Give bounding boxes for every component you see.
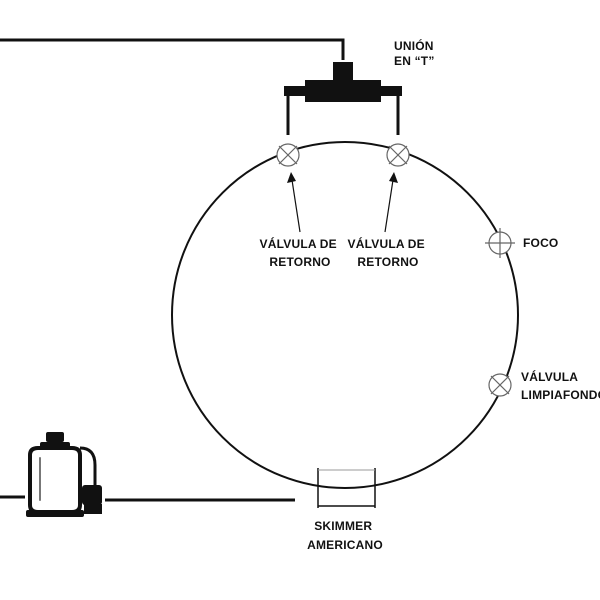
return-valve-right-icon bbox=[386, 143, 410, 167]
vacuum-valve-label-line1: VÁLVULA bbox=[521, 369, 578, 384]
vacuum-valve-label: VÁLVULA LIMPIAFONDO bbox=[521, 369, 600, 402]
arrow-right-icon bbox=[384, 172, 398, 233]
skimmer-label-line1: SKIMMER bbox=[314, 519, 372, 533]
union-t-label-line1: UNIÓN bbox=[394, 38, 434, 53]
arrow-left-icon bbox=[287, 172, 301, 233]
skimmer-label-line2: AMERICANO bbox=[307, 538, 383, 552]
return-valve-right-label-line1: VÁLVULA DE bbox=[348, 236, 425, 251]
vacuum-valve-label-line2: LIMPIAFONDO bbox=[521, 388, 600, 402]
skimmer-icon bbox=[317, 468, 376, 508]
return-valve-left-icon bbox=[276, 143, 300, 167]
light-icon bbox=[485, 228, 515, 258]
skimmer-label: SKIMMER AMERICANO bbox=[307, 519, 383, 552]
tee-union-icon bbox=[284, 62, 402, 102]
union-t-label: UNIÓN EN “T” bbox=[394, 38, 437, 68]
return-valve-left-label-line2: RETORNO bbox=[269, 255, 330, 269]
union-t-label-line2: EN “T” bbox=[394, 54, 435, 68]
vacuum-valve-icon bbox=[488, 373, 512, 397]
return-valve-left-label: VÁLVULA DE RETORNO bbox=[260, 236, 341, 269]
return-valve-right-label: VÁLVULA DE RETORNO bbox=[348, 236, 429, 269]
supply-pipe bbox=[0, 38, 345, 60]
pool-outline bbox=[171, 141, 519, 489]
light-label: FOCO bbox=[523, 236, 558, 250]
return-valve-right-label-line2: RETORNO bbox=[357, 255, 418, 269]
return-valve-left-label-line1: VÁLVULA DE bbox=[260, 236, 337, 251]
sand-filter-pump-icon bbox=[26, 432, 102, 517]
